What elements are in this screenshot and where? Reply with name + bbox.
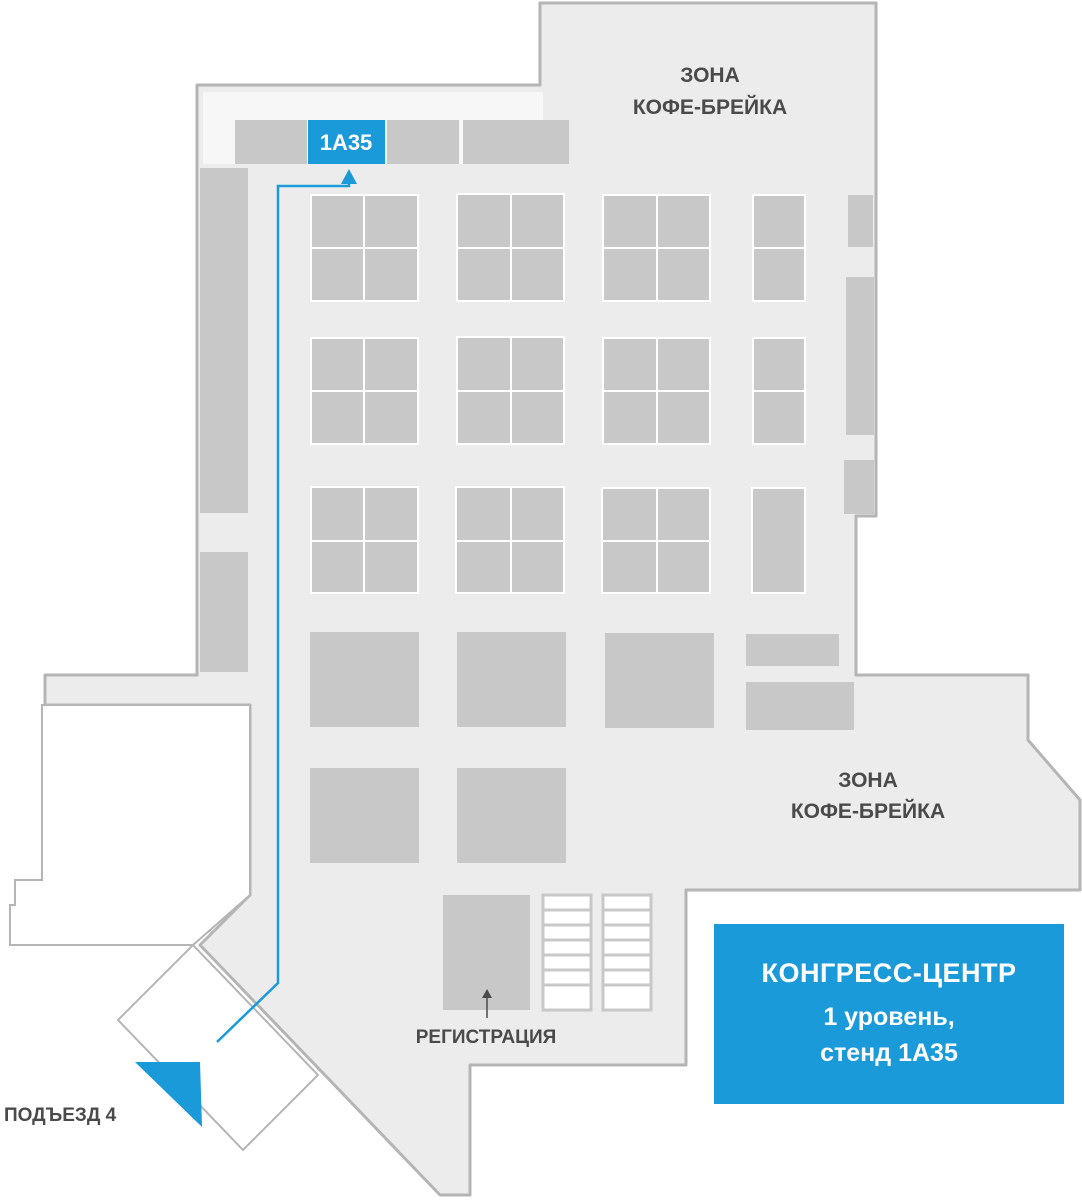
- stand: [846, 277, 874, 435]
- entrance-marker-icon: [135, 1062, 202, 1127]
- coffee-zone-top-label-2: КОФЕ-БРЕЙКА: [633, 95, 787, 119]
- stand: [463, 120, 569, 164]
- stand: [387, 120, 459, 164]
- coffee-zone-top-label-1: ЗОНА: [680, 64, 740, 87]
- stand: [457, 768, 566, 863]
- stand: [605, 633, 714, 728]
- stand: [200, 552, 248, 672]
- stand: [457, 632, 566, 727]
- registration-racks: [541, 893, 653, 1012]
- stand: [848, 195, 873, 247]
- stand: [310, 768, 419, 863]
- stand: [200, 168, 248, 513]
- venue-info-box: КОНГРЕСС-ЦЕНТР 1 уровень, стенд 1А35: [714, 924, 1064, 1104]
- venue-name: КОНГРЕСС-ЦЕНТР: [761, 957, 1017, 988]
- stand: [235, 120, 307, 164]
- venue-stand: стенд 1А35: [820, 1038, 958, 1067]
- stand-1a35[interactable]: [308, 120, 385, 164]
- route-arrow-head: [341, 169, 357, 184]
- stand: [746, 682, 854, 730]
- entrance-label: ПОДЪЕЗД 4: [4, 1105, 117, 1126]
- stand-blocks: [310, 193, 806, 594]
- main-hall-floor: [43, 1, 1082, 1197]
- stand: [310, 632, 419, 727]
- annex-room: [9, 704, 251, 946]
- stand: [844, 460, 874, 514]
- stand: [746, 634, 839, 666]
- registration-label: РЕГИСТРАЦИЯ: [416, 1027, 557, 1048]
- registration-arrow-head: [482, 989, 492, 998]
- coffee-zone-right-label-1: ЗОНА: [838, 769, 898, 792]
- rack-shelves: [543, 908, 651, 987]
- venue-level: 1 уровень,: [823, 1002, 955, 1031]
- stand-1a35-label: 1А35: [320, 130, 373, 155]
- coffee-zone-right-label-2: КОФЕ-БРЕЙКА: [791, 799, 945, 823]
